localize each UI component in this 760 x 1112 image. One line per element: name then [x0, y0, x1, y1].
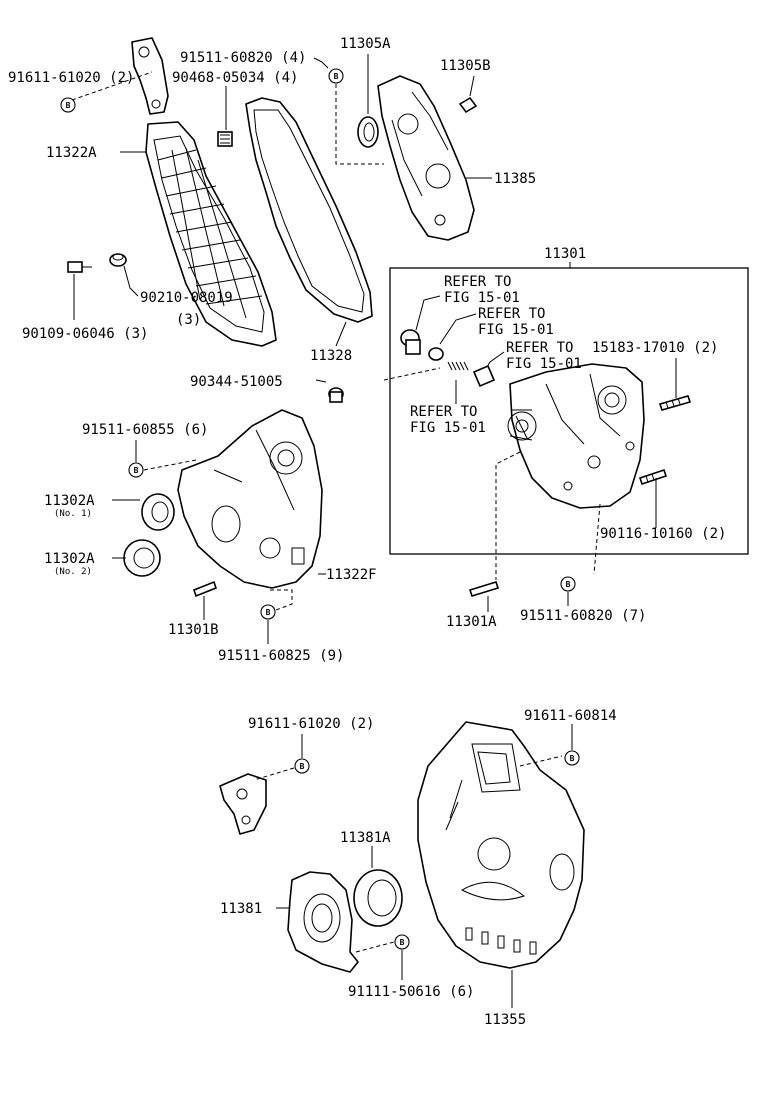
- dowel-pin-11301b: [193, 580, 217, 598]
- refer-to-fig-2: FIG 15-01: [478, 322, 554, 338]
- oil-seal-11381a: [353, 869, 403, 927]
- label-91611-61020-top: 91611-61020 (2): [8, 70, 134, 86]
- label-90116-10160: 90116-10160 (2): [600, 526, 726, 542]
- bolt-marker: B: [260, 604, 276, 620]
- svg-text:B: B: [570, 754, 575, 763]
- engine-hanger-bracket-bottom: [219, 773, 267, 835]
- refer-to-fig-1: FIG 15-01: [444, 290, 520, 306]
- bolt-marker: B: [564, 750, 580, 766]
- label-11385: 11385: [494, 171, 536, 187]
- bolt-marker: B: [128, 462, 144, 478]
- bolt-90109-06046: [67, 261, 92, 273]
- gasket-11328: [245, 97, 373, 323]
- stud-15183-17010: [658, 395, 692, 411]
- label-11305a: 11305A: [340, 36, 391, 52]
- label-91511-60820-4: 91511-60820 (4): [180, 50, 306, 66]
- bolt-marker: B: [394, 934, 410, 950]
- label-11328: 11328: [310, 348, 352, 364]
- oil-seal-retainer-11381: [287, 871, 359, 973]
- stud-90116-10160: [638, 468, 668, 486]
- svg-text:B: B: [266, 608, 271, 617]
- label-90109-06046: 90109-06046 (3): [22, 326, 148, 342]
- label-11302a-no1: 11302A: [44, 493, 95, 509]
- oil-seal-11305a: [357, 116, 379, 148]
- dowel-pin-11305b: [458, 96, 478, 114]
- timing-plate-11385: [377, 75, 475, 241]
- bolt-marker: B: [560, 576, 576, 592]
- svg-text:B: B: [66, 101, 71, 110]
- label-91611-60814: 91611-60814: [524, 708, 617, 724]
- svg-text:B: B: [566, 580, 571, 589]
- svg-text:B: B: [134, 466, 139, 475]
- label-11381a: 11381A: [340, 830, 391, 846]
- bolt-marker: B: [328, 68, 344, 84]
- label-91511-60825: 91511-60825 (9): [218, 648, 344, 664]
- label-15183-17010: 15183-17010 (2): [592, 340, 718, 356]
- refer-to-fig-4: FIG 15-01: [410, 420, 486, 436]
- refer-to-fig-3: FIG 15-01: [506, 356, 582, 372]
- timing-cover-11322f: [177, 409, 323, 589]
- refer-to-label-4: REFER TO: [410, 404, 477, 420]
- label-90210-qty: (3): [176, 312, 201, 328]
- label-11301b: 11301B: [168, 622, 219, 638]
- label-90210-08019: 90210-08019: [140, 290, 233, 306]
- oil-seal-11302a-no2: [123, 539, 161, 577]
- dowel-pin-11301a: [468, 581, 500, 597]
- bolt-marker: B: [60, 97, 76, 113]
- refer-to-label-3: REFER TO: [506, 340, 573, 356]
- label-91611-61020-bottom: 91611-61020 (2): [248, 716, 374, 732]
- label-11305b: 11305B: [440, 58, 491, 74]
- label-90344-51005: 90344-51005: [190, 374, 283, 390]
- label-11302a-no2: 11302A: [44, 551, 95, 567]
- label-91511-60820-7: 91511-60820 (7): [520, 608, 646, 624]
- relief-valve-piston: [472, 364, 496, 388]
- assembly-box-11301: [389, 267, 749, 555]
- label-11381: 11381: [220, 901, 262, 917]
- svg-text:B: B: [300, 762, 305, 771]
- end-plate-11355: [417, 721, 585, 969]
- clip-90468-05034: [217, 131, 233, 147]
- label-11302a-no1-sub: (No. 1): [54, 509, 92, 519]
- label-11355: 11355: [484, 1012, 526, 1028]
- bolt-marker: B: [294, 758, 310, 774]
- refer-to-label-1: REFER TO: [444, 274, 511, 290]
- refer-to-label-2: REFER TO: [478, 306, 545, 322]
- svg-text:B: B: [400, 938, 405, 947]
- label-90468-05034: 90468-05034 (4): [172, 70, 298, 86]
- label-91511-60855: 91511-60855 (6): [82, 422, 208, 438]
- grommet-90210-08019: [109, 253, 127, 267]
- relief-valve-washer: [428, 347, 444, 361]
- label-11301a: 11301A: [446, 614, 497, 630]
- relief-valve-plug: [400, 329, 421, 355]
- label-91111-50616: 91111-50616 (6): [348, 984, 474, 1000]
- relief-valve-spring: [447, 361, 469, 371]
- plug-90344-51005: [328, 387, 344, 403]
- oil-seal-11302a-no1: [141, 493, 175, 531]
- svg-text:B: B: [334, 72, 339, 81]
- label-11322a: 11322A: [46, 145, 97, 161]
- timing-belt-cover-11322a: [145, 121, 277, 347]
- label-11322f: 11322F: [326, 567, 377, 583]
- label-11302a-no2-sub: (No. 2): [54, 567, 92, 577]
- engine-hanger-bracket-top: [131, 37, 169, 115]
- oil-pump-body-11301: [507, 363, 645, 509]
- label-11301: 11301: [544, 246, 586, 262]
